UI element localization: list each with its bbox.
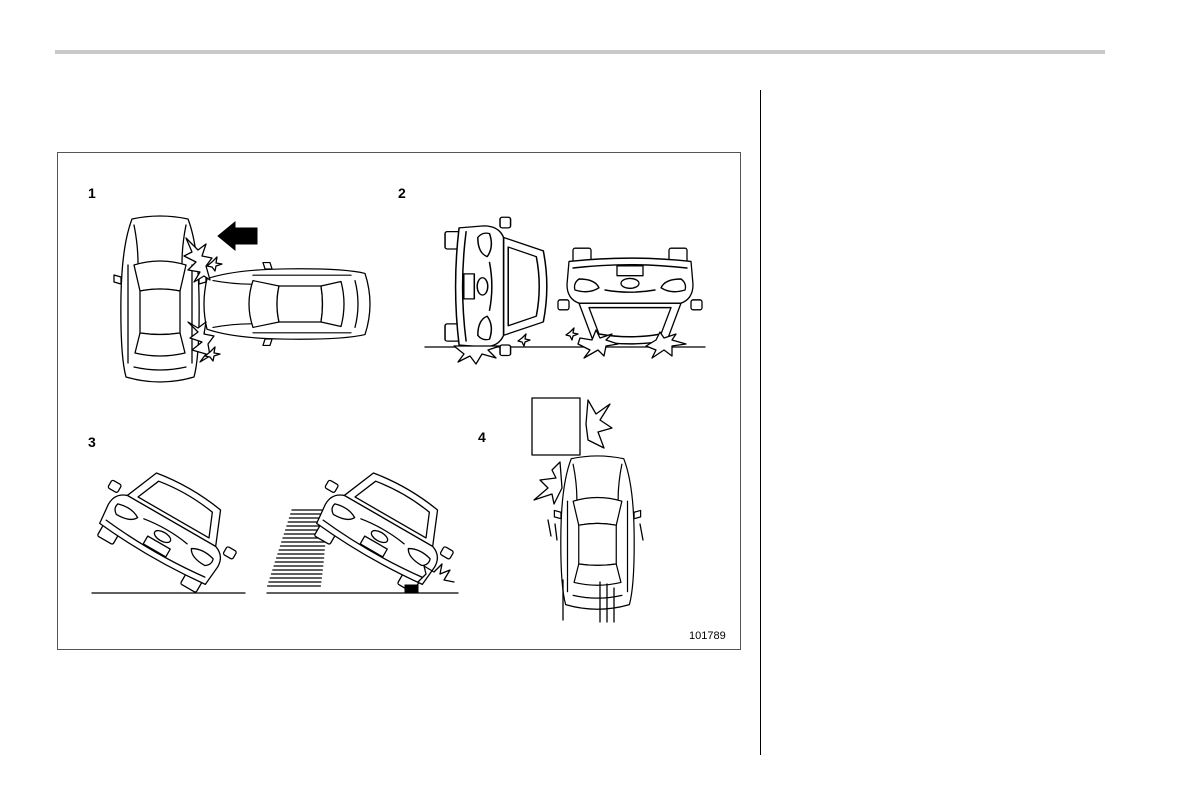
impact-burst-left [534,462,562,504]
vibration-line [548,520,551,536]
striking-car [204,263,370,346]
obstacle-box [532,398,580,455]
impact-burst-1 [454,346,500,364]
panel-label-4: 4 [478,430,486,444]
spark-star-2 [566,328,578,340]
car-hitting-obstacle [554,456,640,609]
panel-label-3: 3 [88,435,96,449]
impact-burst-2 [578,330,618,358]
panel-2-rollover [425,217,705,364]
panel-label-2: 2 [398,186,406,200]
car-on-side [445,217,547,355]
spark-star-1 [518,334,530,346]
vibration-line [555,524,557,540]
vibration-line [640,524,643,540]
panel-label-1: 1 [88,186,96,200]
figure-code: 101789 [689,630,726,642]
tilted-car-hitting-curb [301,453,469,600]
tilted-car [84,453,252,600]
impact-direction-arrow-icon [218,222,257,250]
struck-car [114,216,206,382]
panel-1-side-impact [114,216,370,382]
panel-4-front-impact [532,398,643,622]
panel-3-tilt [84,453,469,600]
impact-burst-right [586,400,612,448]
curb-block [405,585,418,593]
car-upside-down [558,248,702,344]
